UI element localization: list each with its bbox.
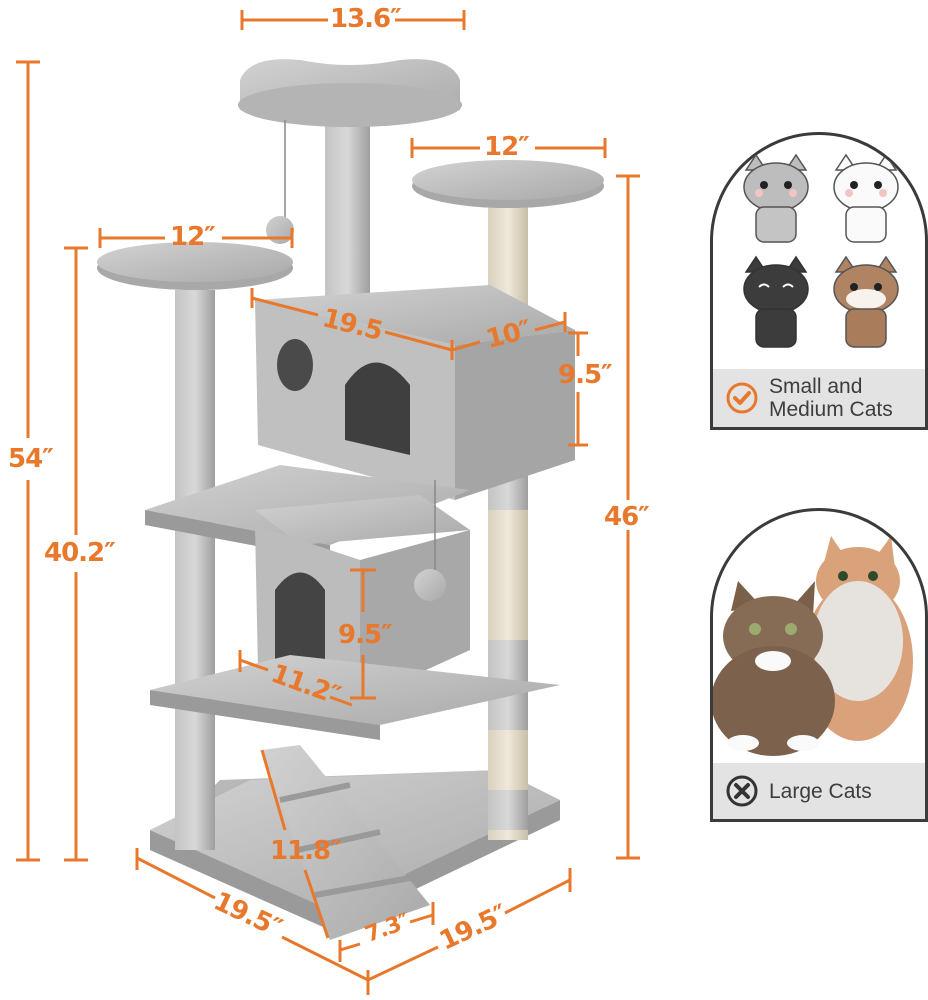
unsuitable-label: Large Cats <box>769 779 872 803</box>
large-cats-illustration <box>713 536 913 756</box>
suitable-cats-panel: Small and Medium Cats <box>710 132 928 430</box>
dim-ramp-length: 11.8″ <box>270 836 342 866</box>
suitable-footer: Small and Medium Cats <box>713 369 925 427</box>
check-circle-icon <box>726 382 758 414</box>
dim-right-platform-width: 12″ <box>484 132 530 162</box>
dim-upper-condo-height: 9.5″ <box>558 360 613 390</box>
suitable-label: Small and Medium Cats <box>769 375 893 421</box>
dim-top-perch-width: 13.6″ <box>330 4 402 34</box>
x-circle-icon <box>726 775 758 807</box>
dim-lower-condo-height: 9.5″ <box>338 620 393 650</box>
unsuitable-cats-panel: Large Cats <box>710 508 928 822</box>
dim-total-height: 54″ <box>8 444 54 474</box>
small-medium-cats-illustration <box>743 153 899 348</box>
dim-left-platform-width: 12″ <box>170 222 216 252</box>
dim-right-post-height: 46″ <box>604 502 650 532</box>
unsuitable-footer: Large Cats <box>713 763 925 819</box>
dim-left-post-height: 40.2″ <box>44 538 116 568</box>
